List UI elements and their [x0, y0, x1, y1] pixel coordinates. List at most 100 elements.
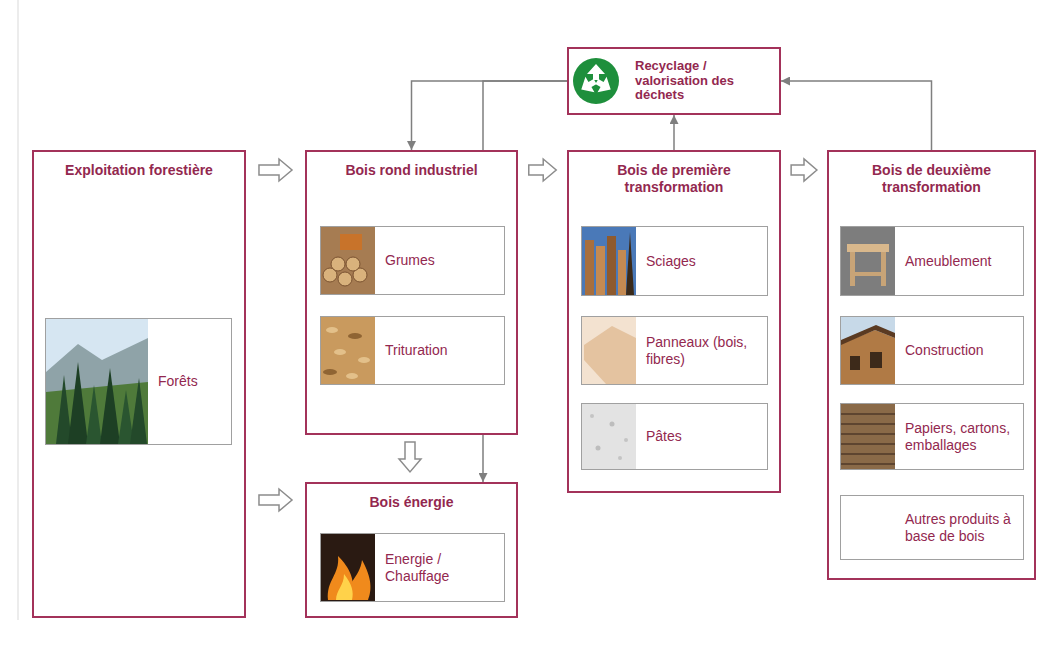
flow-block-arrow [259, 489, 292, 511]
recycle-icon [573, 58, 619, 104]
stool-leg [881, 252, 886, 286]
tree [68, 362, 88, 444]
stool-rail [855, 272, 881, 276]
chip [334, 349, 346, 355]
product-box: Trituration [320, 316, 505, 385]
item-label: Grumes [385, 252, 435, 269]
plank [585, 240, 594, 295]
product-box: Papiers, cartons, emballages [840, 403, 1024, 470]
plank [596, 246, 605, 295]
flow-block-arrow [791, 159, 817, 181]
flow-block-arrow [399, 442, 421, 472]
log-end [331, 257, 345, 271]
stage-box: Bois de première transformationSciagesPa… [567, 150, 781, 493]
panel-picture [582, 317, 636, 384]
chip [326, 327, 338, 333]
roof [841, 325, 895, 345]
mountain [46, 338, 148, 444]
recycling-box: Recyclage / valorisation des déchets [567, 47, 781, 115]
stage-box: Bois de deuxième transformationAmeubleme… [827, 150, 1036, 580]
stage-heading: Exploitation forestière [34, 152, 244, 179]
item-label: Ameublement [905, 253, 991, 270]
product-box: Construction [840, 316, 1024, 385]
logs-picture [321, 227, 375, 294]
stool-leg [850, 252, 855, 286]
machine [340, 234, 362, 250]
grain [596, 446, 601, 451]
grain [590, 414, 594, 418]
item-label: Trituration [385, 342, 448, 359]
item-label: Autres produits à base de bois [905, 511, 1017, 545]
pulp-picture [582, 404, 636, 469]
hearth [321, 534, 375, 601]
pulp [582, 404, 636, 469]
sawn-timber-picture [582, 227, 636, 295]
cardboard [841, 404, 895, 469]
product-box: Grumes [320, 226, 505, 295]
grain [610, 422, 615, 427]
item-label: Recyclage / valorisation des déchets [635, 59, 771, 104]
chip [323, 369, 337, 375]
margin-rule [18, 0, 19, 620]
window [870, 352, 882, 368]
item-label: Forêts [158, 373, 198, 390]
chip [346, 373, 358, 379]
corrugation [841, 414, 895, 464]
product-box: Sciages [581, 226, 768, 296]
tree [626, 232, 634, 295]
window [850, 356, 860, 370]
recycle-arrow [587, 64, 605, 80]
recycle-arrow [577, 74, 600, 98]
plank [607, 236, 616, 295]
stage-heading: Bois énergie [307, 484, 516, 511]
flow-block-arrow [259, 159, 292, 181]
sky [841, 317, 895, 384]
tree [130, 378, 147, 444]
stage-heading: Bois rond industriel [307, 152, 516, 179]
product-box: Ameublement [840, 226, 1024, 296]
forest-picture [46, 319, 148, 444]
fire-picture [321, 534, 375, 601]
stage-heading: Bois de première transformation [569, 152, 779, 196]
grain [618, 456, 622, 460]
recycle-disc [573, 58, 619, 104]
sky [582, 227, 636, 295]
product-box: Energie / Chauffage [320, 533, 505, 602]
tree [86, 385, 102, 444]
tree [100, 368, 120, 444]
log-end [346, 257, 360, 271]
stage-box: Exploitation forestièreForêts [32, 150, 246, 618]
cardboard-picture [841, 404, 895, 469]
item-label: Construction [905, 342, 984, 359]
recycling-connector [412, 81, 568, 150]
stool-picture [841, 227, 895, 295]
stage-box: Bois rond industrielGrumesTrituration [305, 150, 518, 435]
item-label: Panneaux (bois, fibres) [646, 334, 761, 368]
product-box: Forêts [45, 318, 232, 445]
chips [321, 317, 375, 384]
recycling-connector [673, 115, 675, 150]
recycling-connector [483, 81, 567, 482]
recycle-arrow [592, 74, 615, 98]
building-picture [841, 317, 895, 384]
flame [328, 556, 353, 600]
product-box: Panneaux (bois, fibres) [581, 316, 768, 385]
flow-block-arrow [529, 159, 556, 181]
flame [336, 574, 353, 600]
ground [321, 227, 375, 294]
backdrop [841, 227, 895, 295]
item-label: Pâtes [646, 428, 682, 445]
chip [348, 333, 362, 339]
item-label: Papiers, cartons, emballages [905, 420, 1017, 454]
chips-picture [321, 317, 375, 384]
item-label: Energie / Chauffage [385, 551, 498, 585]
product-box: Autres produits à base de bois [840, 495, 1024, 560]
product-box: Pâtes [581, 403, 768, 470]
chip [358, 357, 370, 363]
ground [582, 317, 636, 384]
sky [46, 319, 148, 444]
log-end [338, 272, 352, 286]
